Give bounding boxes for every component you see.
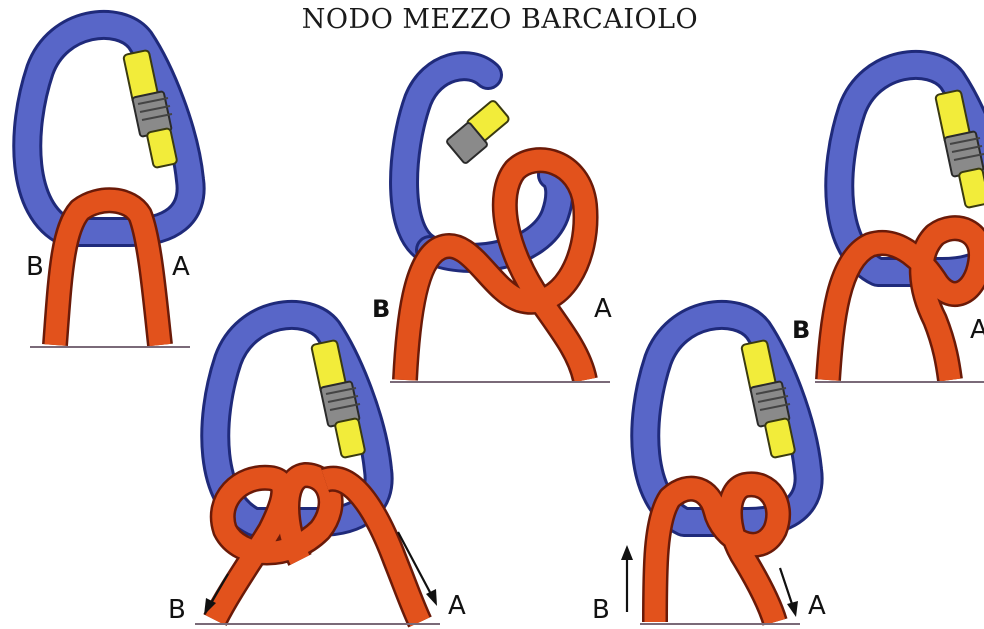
arrow-a-head [426, 589, 437, 606]
arrow-b-head [621, 545, 633, 560]
step-1: B A [26, 25, 191, 347]
rope-end-a-label: A [970, 315, 984, 345]
rope-end-b-label: B [168, 595, 186, 625]
step-2: B A [372, 66, 612, 382]
rope-end-b-label: B [592, 595, 610, 625]
rope-end-b-label: B [372, 295, 390, 323]
rope-end-b-label: B [26, 252, 44, 282]
rope-end-a-label: A [172, 252, 190, 282]
step-3: B A [792, 65, 984, 382]
rope-end-a-label: A [448, 591, 466, 621]
step-5: B A [592, 315, 826, 625]
rope-end-b-label: B [792, 316, 810, 344]
rope-end-a-label: A [594, 294, 612, 324]
rope-end-a-label: A [808, 591, 826, 621]
arrow-a-head [787, 601, 798, 617]
arrow-a [780, 568, 793, 607]
step-4: B A [168, 315, 466, 625]
